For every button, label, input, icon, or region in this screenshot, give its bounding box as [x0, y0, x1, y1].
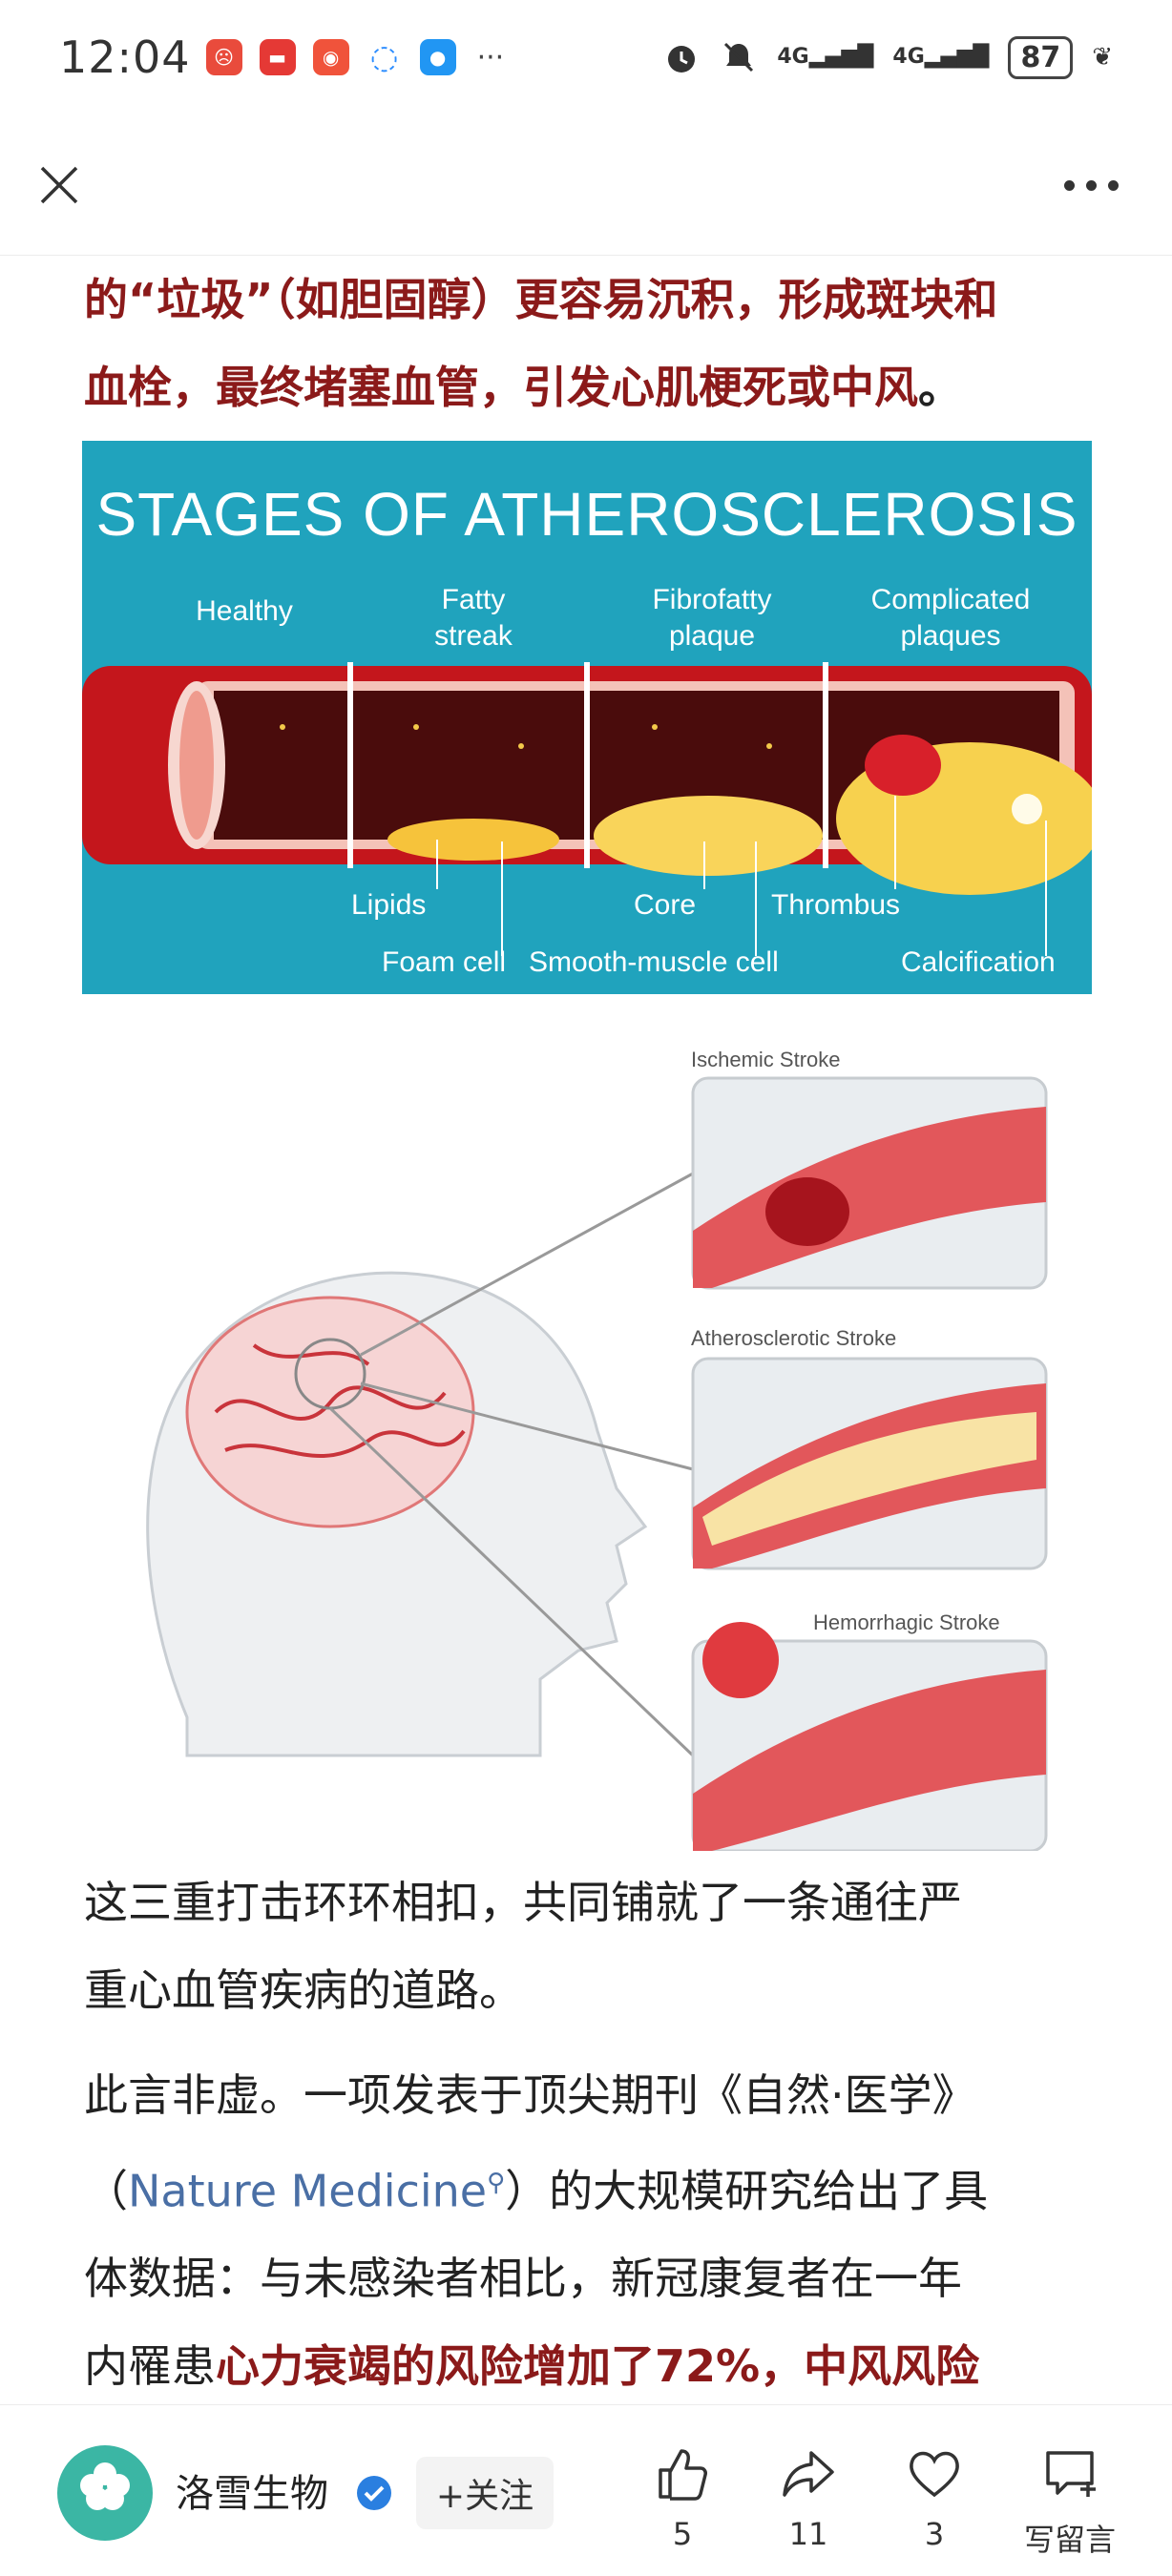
signal-label: 4G: [892, 45, 925, 69]
article-paragraph: 这三重打击环环相扣，共同铺就了一条通往严 重心血管疾病的道路。: [84, 1859, 1092, 2034]
bottom-action-bar: 洛雪生物 +关注 5 11 3 写留言: [0, 2404, 1172, 2576]
stroke-type-label: Hemorrhagic Stroke: [813, 1610, 1000, 1634]
like-button[interactable]: 5: [630, 2443, 735, 2552]
paragraph-text: 体数据：与未感染者相比，新冠康复者在一年: [84, 2253, 962, 2305]
figure-annotation: Lipids: [351, 889, 427, 921]
article-paragraph: 此言非虚。一项发表于顶尖期刊《自然·医学》 （Nature Medicine⚲）…: [84, 2051, 1092, 2410]
figure-title: STAGES OF ATHEROSCLEROSIS: [95, 480, 1078, 549]
chat-notification-icon: ◌: [369, 38, 399, 76]
author-name[interactable]: 洛雪生物: [176, 2472, 328, 2516]
article-paragraph: 的“垃圾”（如胆固醇）更容易沉积，形成斑块和 血栓，最终堵塞血管，引发心肌梗死或…: [84, 256, 1092, 431]
status-right: 4G▂▄▆█ 4G▂▄▆█ 87 ❦: [662, 0, 1113, 114]
brain-stroke-illustration: [146, 1076, 1048, 1851]
stroke-type-label: Atherosclerotic Stroke: [691, 1326, 897, 1350]
notification-icons: ☹ ▬ ◉ ◌ ● ···: [205, 38, 505, 76]
figure-annotation: Smooth-muscle cell: [529, 946, 779, 978]
app-notification-icon: ☹: [205, 39, 242, 75]
comment-label: 写留言: [1023, 2522, 1116, 2558]
alarm-icon: [668, 46, 696, 73]
leaf-icon: ❦: [1092, 43, 1113, 72]
paragraph-text: 血栓，最终堵塞血管，引发心肌梗死或中风: [84, 362, 918, 413]
stage-label: Healthy: [196, 595, 293, 627]
signal-icon: 4G▂▄▆█: [777, 45, 874, 69]
share-count: 11: [788, 2516, 828, 2552]
mute-icon: [724, 42, 754, 73]
status-bar: 12:04 ☹ ▬ ◉ ◌ ● ··· 4G▂▄▆█ 4G▂▄▆█ 87 ❦: [0, 0, 1172, 114]
paragraph-text: 这三重打击环环相扣，共同铺就了一条通往严: [84, 1877, 962, 1928]
comment-button[interactable]: 写留言: [1008, 2443, 1132, 2560]
artery-illustration: [82, 662, 1092, 956]
paragraph-text: 内罹患: [84, 2340, 216, 2393]
article-header: [0, 114, 1172, 256]
more-options-button[interactable]: [1057, 168, 1124, 202]
follow-button[interactable]: +关注: [416, 2457, 554, 2529]
comment-icon: [1046, 2451, 1096, 2497]
thumbs-up-icon: [659, 2449, 707, 2501]
figure-annotation: Thrombus: [771, 889, 901, 921]
paragraph-text: 此言非虚。一项发表于顶尖期刊《自然·医学》: [84, 2069, 976, 2121]
flower-logo-icon: [80, 2462, 130, 2510]
stroke-types-figure[interactable]: Ischemic Stroke Atherosclerotic Stroke H…: [82, 1030, 1092, 1851]
close-icon[interactable]: [36, 162, 82, 208]
paragraph-text: 的“垃圾”（如胆固醇）更容易沉积，形成斑块和: [84, 274, 998, 325]
app-notification-icon: ▬: [259, 39, 296, 75]
figure-annotation: Calcification: [901, 946, 1056, 978]
article-body-top: 的“垃圾”（如胆固醇）更容易沉积，形成斑块和 血栓，最终堵塞血管，引发心肌梗死或…: [84, 256, 1092, 431]
article-body-bottom: 这三重打击环环相扣，共同铺就了一条通往严 重心血管疾病的道路。 此言非虚。一项发…: [84, 1859, 1092, 2410]
verified-badge-icon: [357, 2476, 391, 2510]
figure-annotation: Foam cell: [382, 946, 507, 978]
paragraph-text: ）的大规模研究给出了具: [505, 2165, 989, 2217]
signal-label: 4G: [777, 45, 809, 69]
message-notification-icon: ●: [419, 39, 456, 75]
share-button[interactable]: 11: [756, 2443, 861, 2552]
status-time: 12:04: [59, 31, 191, 83]
nature-medicine-link[interactable]: Nature Medicine: [128, 2165, 488, 2217]
author-avatar[interactable]: [57, 2445, 153, 2541]
stroke-type-label: Ischemic Stroke: [691, 1048, 841, 1071]
app-notification-icon: ◉: [312, 39, 349, 75]
figure-annotation: Core: [634, 889, 697, 921]
favorite-button[interactable]: 3: [882, 2443, 987, 2552]
favorite-count: 3: [924, 2516, 945, 2552]
paragraph-text: 。: [918, 362, 962, 413]
paragraph-text: （: [84, 2165, 128, 2217]
battery-indicator: 87: [1008, 35, 1074, 79]
more-notifications-icon: ···: [476, 40, 505, 74]
share-arrow-icon: [783, 2451, 834, 2497]
like-count: 5: [672, 2516, 693, 2552]
signal-icon: 4G▂▄▆█: [892, 45, 990, 69]
heart-icon: [910, 2451, 959, 2498]
paragraph-text: 重心血管疾病的道路。: [84, 1964, 523, 2016]
search-icon[interactable]: ⚲: [487, 2169, 506, 2197]
paragraph-text: 心力衰竭的风险增加了72%，中风风险: [216, 2340, 980, 2393]
